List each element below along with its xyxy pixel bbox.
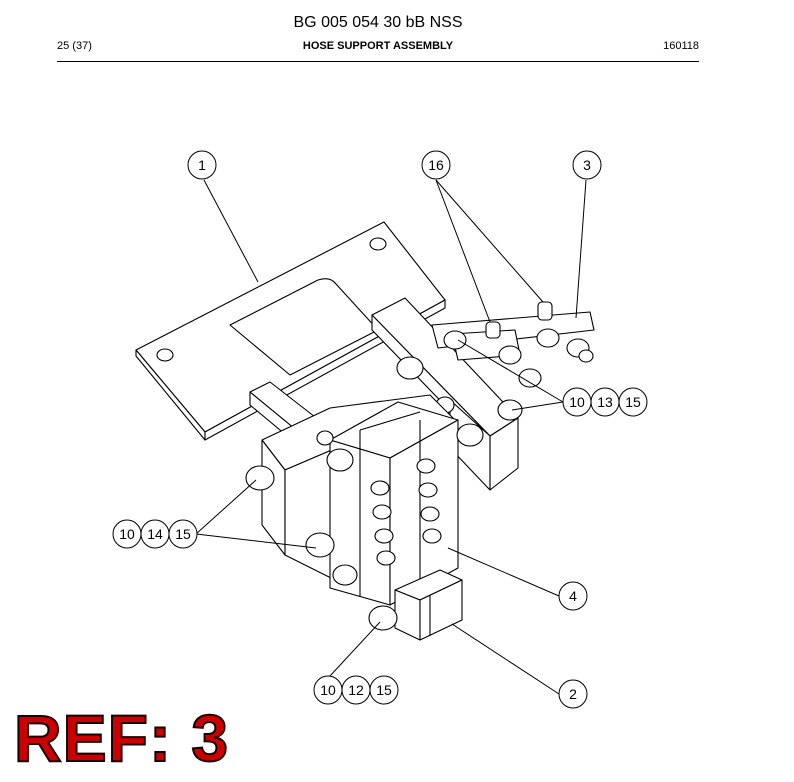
- callout-4: [558, 581, 588, 611]
- base-block: [368, 569, 463, 641]
- callout-16-label: 16: [428, 157, 444, 173]
- callout-10-a-label: 10: [569, 394, 585, 410]
- callout-15-c-label: 15: [376, 682, 392, 698]
- hose-clamp-blocks: [329, 401, 459, 606]
- callout-12-label: 12: [348, 682, 364, 698]
- callout-numbers: 1 16 3 10 13 15 10 14 15 4 10 12 15 2: [119, 157, 641, 702]
- leader-lines: [195, 179, 587, 695]
- callout-1: [187, 150, 217, 180]
- clamp-nuts: [245, 356, 484, 586]
- callout-3-label: 3: [583, 157, 591, 173]
- callout-4-label: 4: [569, 588, 577, 604]
- callout-14-label: 14: [147, 526, 163, 542]
- header-rule: [57, 61, 699, 62]
- callout-15-b-label: 15: [175, 526, 191, 542]
- callout-15-a-label: 15: [625, 394, 641, 410]
- callout-1-label: 1: [198, 157, 206, 173]
- page-number: 25 (37): [57, 40, 92, 52]
- callout-2-label: 2: [569, 686, 577, 702]
- callout-15-a: [618, 387, 648, 417]
- callout-10-c-label: 10: [320, 682, 336, 698]
- callout-16: [421, 150, 451, 180]
- callout-balloons: [112, 150, 648, 709]
- page-title: HOSE SUPPORT ASSEMBLY: [302, 40, 454, 52]
- callout-13-label: 13: [597, 394, 613, 410]
- callout-3: [572, 150, 602, 180]
- callout-15-b: [168, 519, 198, 549]
- ref-label: REF: 3: [13, 701, 230, 775]
- callout-2: [558, 679, 588, 709]
- callout-10-b-label: 10: [119, 526, 135, 542]
- rear-clamp-plate: [371, 297, 519, 491]
- callout-15-c: [369, 675, 399, 705]
- rear-bolt-row: [431, 301, 595, 421]
- document-number: BG 005 054 30 bB NSS: [293, 14, 463, 31]
- revision-code: 160118: [663, 40, 699, 52]
